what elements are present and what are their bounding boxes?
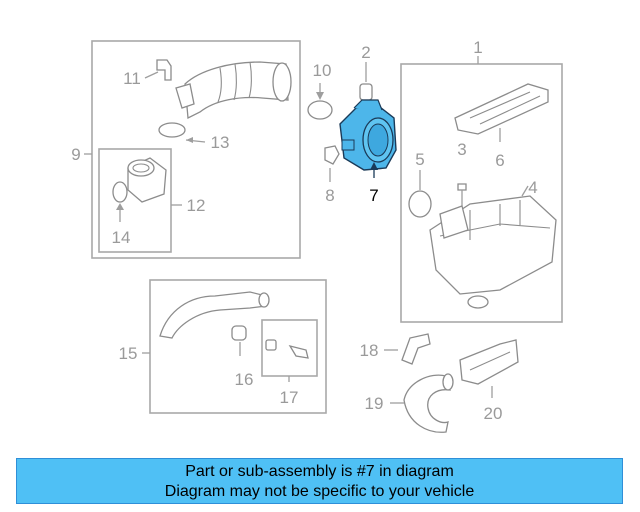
callout-16: 16 [235, 370, 254, 389]
callout-2: 2 [361, 43, 370, 62]
part-13-gasket[interactable] [158, 122, 206, 143]
callout-17: 17 [280, 388, 299, 407]
callout-5: 5 [415, 150, 424, 169]
callout-6: 6 [495, 151, 504, 170]
callout-12: 12 [187, 196, 206, 215]
callout-9: 9 [71, 145, 80, 164]
part-2-grommet[interactable] [359, 62, 373, 101]
part-20-duct[interactable] [459, 339, 519, 398]
callout-8: 8 [325, 186, 334, 205]
part-19-hose[interactable] [390, 373, 454, 433]
callout-7: 7 [369, 186, 378, 205]
callout-18: 18 [360, 341, 379, 360]
part-7-mass-air-flow-sensor[interactable] [339, 99, 397, 178]
group-box-12 [98, 148, 172, 253]
part-8-bolt[interactable] [324, 145, 340, 182]
callout-3: 3 [457, 140, 466, 159]
banner-line-2: Diagram may not be specific to your vehi… [164, 483, 475, 500]
callout-4: 4 [528, 178, 537, 197]
info-banner: Part or sub-assembly is #7 in diagram Di… [16, 458, 623, 504]
part-5-seal[interactable] [408, 170, 432, 218]
group-box-15 [149, 279, 327, 414]
part-17-fasteners[interactable] [265, 339, 309, 382]
callout-20: 20 [484, 404, 503, 423]
callout-11: 11 [123, 69, 141, 88]
part-12-adapter[interactable] [127, 157, 182, 206]
part-intake-tube[interactable] [175, 61, 292, 120]
parts-diagram: 1 2 3 4 5 6 7 8 9 10 11 12 13 14 15 16 1… [71, 38, 563, 433]
part-6-air-cleaner-lid[interactable] [454, 83, 549, 142]
part-18-hose[interactable] [384, 333, 431, 365]
callout-15: 15 [119, 344, 138, 363]
group-box-air-cleaner [400, 63, 563, 323]
callout-13: 13 [211, 133, 230, 152]
part-16-grommet[interactable] [231, 325, 247, 356]
callout-19: 19 [365, 394, 384, 413]
callout-10: 10 [313, 61, 332, 80]
part-11-clip[interactable] [144, 59, 172, 81]
banner-line-1: Part or sub-assembly is #7 in diagram [185, 463, 454, 480]
callout-14: 14 [112, 228, 131, 247]
part-3-fastener[interactable] [457, 183, 467, 206]
part-10-clamp[interactable] [307, 83, 333, 120]
group-box-intake [91, 40, 301, 259]
part-14-o-ring[interactable] [112, 181, 128, 222]
callout-1: 1 [473, 38, 482, 57]
part-15-pipe[interactable] [142, 291, 270, 354]
part-4-air-cleaner-housing[interactable] [429, 185, 557, 309]
